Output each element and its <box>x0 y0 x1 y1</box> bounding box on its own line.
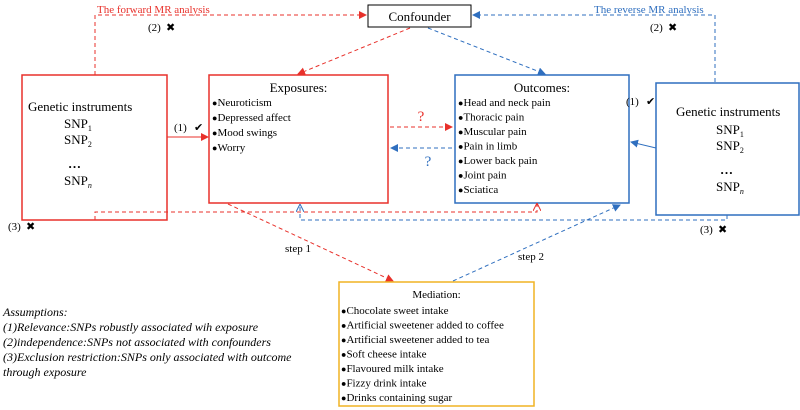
right-exclusion-cross-icon: ✖ <box>718 224 727 236</box>
outcome-item: ●Muscular pain <box>458 126 527 138</box>
mediation-item: ●Fizzy drink intake <box>341 378 427 390</box>
left-snp2: SNP2 <box>64 132 92 149</box>
outcome-item: ●Head and neck pain <box>458 97 551 109</box>
reverse-exclusion-path <box>300 205 728 221</box>
step1-label: step 1 <box>285 243 311 255</box>
assumption-line: through exposure <box>3 365 87 379</box>
right-instruments-title: Genetic instruments <box>676 104 780 119</box>
confounder-box <box>367 4 472 28</box>
exposures-box <box>208 74 389 204</box>
outcomes-box <box>454 74 630 204</box>
left-snp1: SNP1 <box>64 116 92 133</box>
outcome-item: ●Lower back pain <box>458 155 538 167</box>
mediation-list: ●Chocolate sweet intake ●Artificial sweet… <box>341 305 504 404</box>
reverse-confounder-path <box>472 11 716 82</box>
mediation-item: ●Soft cheese intake <box>341 349 427 361</box>
right-assumption-1-marker: (1) <box>626 96 639 108</box>
step1-arrow <box>227 203 394 282</box>
right-snpn: SNPn <box>716 179 744 196</box>
left-exclusion-cross-icon: ✖ <box>26 221 35 233</box>
step2-label: step 2 <box>518 251 544 263</box>
confounder-to-exposures-arrow <box>297 27 411 76</box>
left-assumption-2-marker: (2) <box>148 22 161 34</box>
exposures-title: Exposures: <box>270 80 328 95</box>
assumptions-list: (1)Relevance:SNPs robustly associated wi… <box>3 320 292 379</box>
right-instruments-to-outcomes-arrow <box>630 139 657 149</box>
forward-confounder-path <box>94 11 367 75</box>
assumption-line: (2)independence:SNPs not associated with… <box>3 335 271 349</box>
exposure-item: ●Mood swings <box>212 127 277 139</box>
confounder-label: Confounder <box>388 9 451 24</box>
exposure-item: ●Neuroticism <box>212 97 272 109</box>
exposures-list: ●Neuroticism ●Depressed affect ●Mood swing… <box>212 97 291 154</box>
mediation-item: ●Flavoured milk intake <box>341 363 444 375</box>
outcome-item: ●Pain in limb <box>458 141 518 153</box>
forward-question-mark: ? <box>418 109 425 125</box>
exposure-item: ●Worry <box>212 142 246 154</box>
outcome-item: ●Sciatica <box>458 184 498 196</box>
left-check-icon: ✔ <box>194 122 203 134</box>
right-check-icon: ✔ <box>646 96 655 108</box>
confounder-to-outcomes-arrow <box>427 27 546 76</box>
outcome-item: ●Thoracic pain <box>458 112 525 124</box>
right-ellipsis: … <box>720 162 733 177</box>
right-snp1: SNP1 <box>716 122 744 139</box>
mediation-box <box>338 281 535 407</box>
mediation-item: ●Drinks containing sugar <box>341 392 452 404</box>
mediation-item: ●Chocolate sweet intake <box>341 305 449 317</box>
outcome-item: ●Joint pain <box>458 170 507 182</box>
assumption-line: (3)Exclusion restriction:SNPs only assoc… <box>3 350 292 364</box>
forward-exclusion-path <box>94 204 537 220</box>
left-snpn: SNPn <box>64 173 92 190</box>
assumption-line: (1)Relevance:SNPs robustly associated wi… <box>3 320 259 334</box>
right-assumption-3-marker: (3) <box>700 224 713 236</box>
right-assumption-2-marker: (2) <box>650 22 663 34</box>
assumptions-title: Assumptions: <box>2 305 68 319</box>
left-cross-icon: ✖ <box>166 22 175 34</box>
mediation-title: Mediation: <box>412 289 460 301</box>
left-instruments-box <box>21 74 168 221</box>
right-cross-icon: ✖ <box>668 22 677 34</box>
reverse-mr-label: The reverse MR analysis <box>594 4 704 16</box>
mediation-item: ●Artificial sweetener added to tea <box>341 334 489 346</box>
exposure-item: ●Depressed affect <box>212 112 291 124</box>
mediation-item: ●Artificial sweetener added to coffee <box>341 320 504 332</box>
step2-arrow <box>452 204 621 282</box>
right-instruments-box <box>655 82 800 216</box>
left-assumption-3-marker: (3) <box>8 221 21 233</box>
forward-mr-label: The forward MR analysis <box>97 4 210 16</box>
right-snp2: SNP2 <box>716 138 744 155</box>
left-assumption-1-marker: (1) <box>174 122 187 134</box>
outcomes-title: Outcomes: <box>514 80 570 95</box>
left-ellipsis: … <box>68 156 81 171</box>
outcomes-list: ●Head and neck pain ●Thoracic pain ●Muscul… <box>458 97 551 196</box>
reverse-question-mark: ? <box>425 154 432 170</box>
left-instruments-title: Genetic instruments <box>28 99 132 114</box>
